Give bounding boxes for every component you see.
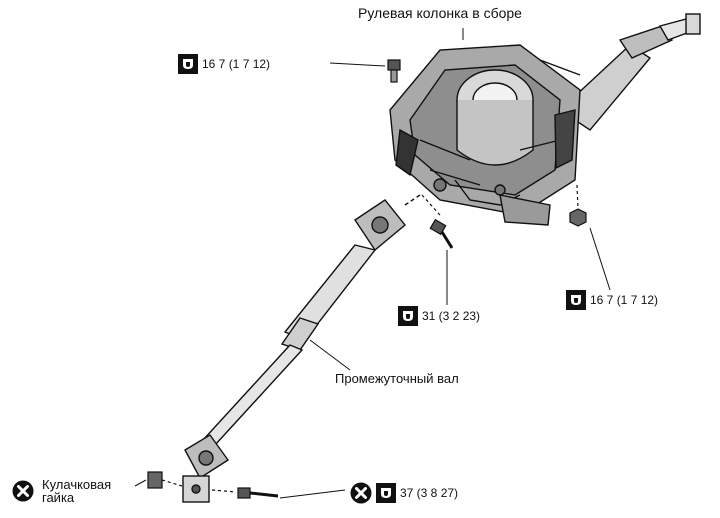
- center-bolt: [421, 194, 454, 249]
- torque-right-nut: 16 7 (1 7 12): [566, 290, 658, 310]
- torque-upper-bolt-value: 16 7 (1 7 12): [202, 57, 271, 71]
- do-not-reuse-x-icon: [350, 482, 372, 504]
- label-cam-nut-line2: гайка: [42, 490, 75, 505]
- label-cam-nut: Кулачковая гайка: [42, 478, 111, 504]
- torque-right-nut-value: 16 7 (1 7 12): [590, 293, 659, 307]
- upper-bolt: [387, 59, 401, 83]
- torque-upper-bolt: 16 7 (1 7 12): [178, 54, 270, 74]
- torque-bottom-bolt: 37 (3 8 27): [350, 482, 458, 504]
- torque-center-bolt: 31 (3 2 23): [398, 306, 480, 326]
- cam-nut: [147, 471, 183, 489]
- leader-lines: [134, 28, 611, 499]
- label-intermediate-shaft: Промежуточный вал: [335, 371, 459, 386]
- torque-wrench-icon: [376, 483, 396, 503]
- label-cam-nut-line1: Кулачковая: [42, 477, 112, 492]
- torque-center-bolt-value: 31 (3 2 23): [422, 309, 481, 323]
- torque-wrench-icon: [178, 54, 198, 74]
- right-nut: [569, 184, 587, 227]
- torque-wrench-icon: [398, 306, 418, 326]
- torque-wrench-icon: [566, 290, 586, 310]
- cam-nut-replace-icon: [12, 480, 34, 507]
- steering-column-assembly: [389, 13, 701, 226]
- torque-bottom-bolt-value: 37 (3 8 27): [400, 486, 459, 500]
- bottom-bolt: [211, 487, 279, 499]
- label-column-assembly: Рулевая колонка в сборе: [358, 5, 522, 21]
- intermediate-shaft: [182, 194, 421, 503]
